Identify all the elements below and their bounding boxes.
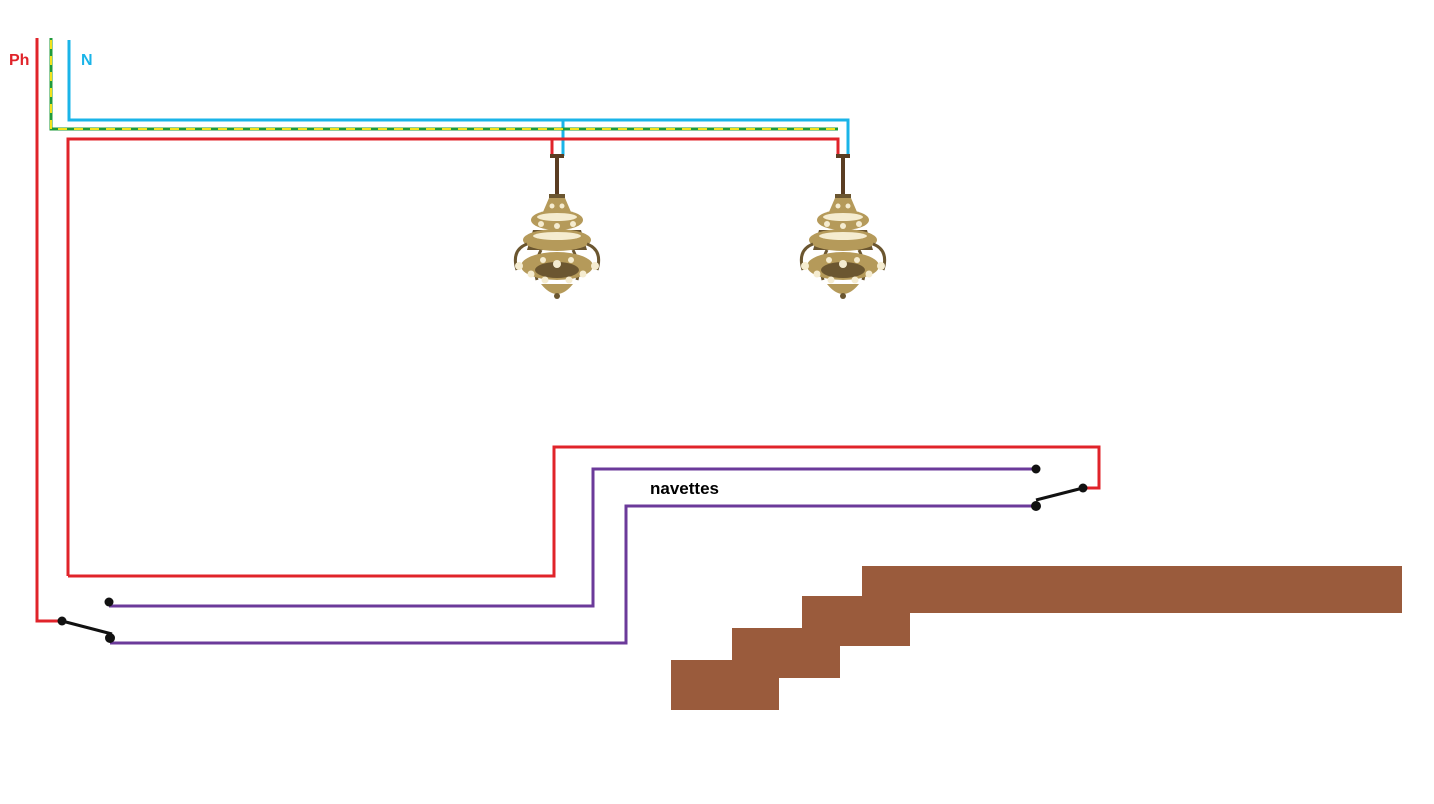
neutral-feed [67, 40, 850, 156]
switch-2-terminal-a [1031, 464, 1041, 474]
traveler-2 [110, 504, 1036, 645]
switch-1-terminal-a [104, 597, 114, 607]
switch-2-common [68, 445, 1101, 578]
earth-wire-green [49, 38, 838, 131]
switch-1-common-terminal [57, 616, 67, 626]
switch-2-terminal-b [1031, 501, 1041, 511]
traveler-wires [109, 467, 1036, 645]
travelers-label: navettes [650, 479, 719, 498]
switch-2-lever [1035, 486, 1084, 502]
phase-label: Ph [9, 52, 30, 69]
switch-1-terminal-b [105, 633, 115, 643]
stairs [671, 566, 1402, 710]
chandelier-1 [513, 152, 601, 301]
phase-feed [35, 38, 62, 623]
two-way-switch-2 [1031, 464, 1088, 511]
two-way-switch-1 [57, 597, 115, 643]
earth-wire [49, 38, 838, 131]
earth-wire-yellow [50, 40, 838, 130]
switch-1-lever [61, 619, 113, 636]
switch-2-common-terminal [1078, 483, 1088, 493]
chandelier-2 [799, 152, 887, 301]
phase-wire [35, 38, 1101, 623]
traveler-1 [109, 467, 1036, 608]
return-wire-lamps [66, 137, 840, 576]
stair-step-1 [671, 660, 779, 710]
neutral-label: N [81, 52, 93, 69]
stair-step-top [862, 566, 1402, 613]
